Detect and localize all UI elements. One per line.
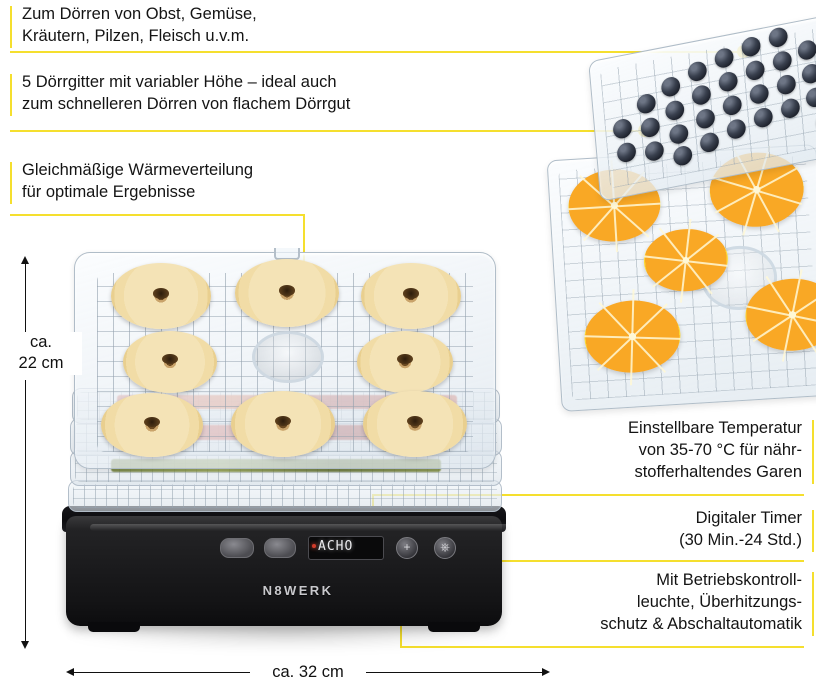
callout-heat-connector-v xyxy=(303,214,305,288)
power-button[interactable]: ⎈ xyxy=(434,537,456,559)
minus-button[interactable] xyxy=(264,538,296,558)
tray-mesh xyxy=(73,484,497,508)
base-foot-right xyxy=(428,622,480,632)
top-tray-with-apple-slices xyxy=(74,248,496,469)
display-value: ACHO xyxy=(318,539,354,554)
callout-trays-text: 5 Dörrgitter mit variabler Höhe – ideal … xyxy=(22,73,351,113)
callout-trays-connector xyxy=(10,130,644,132)
apple-slice xyxy=(361,263,461,329)
apple-slice xyxy=(101,393,203,457)
mode-button[interactable] xyxy=(220,538,254,558)
callout-temperature-text: Einstellbare Temperatur von 35-70 °C für… xyxy=(628,419,802,481)
callout-timer-connector-h xyxy=(400,560,804,562)
width-dimension-line-left xyxy=(74,672,250,673)
callout-temperature: Einstellbare Temperatur von 35-70 °C für… xyxy=(566,418,814,484)
control-panel[interactable]: ACHO + ⎈ xyxy=(220,536,470,560)
digital-display: ACHO xyxy=(308,536,384,560)
callout-uses-text: Zum Dörren von Obst, Gemüse, Kräutern, P… xyxy=(22,5,257,45)
apple-slice xyxy=(231,391,335,457)
callout-uses: Zum Dörren von Obst, Gemüse, Kräutern, P… xyxy=(10,4,352,48)
orange-segment-line xyxy=(652,234,720,288)
width-arrow-right xyxy=(542,668,550,676)
base-housing xyxy=(66,516,514,632)
callout-safety-text: Mit Betriebskontroll- leuchte, Überhitzu… xyxy=(600,571,802,633)
callout-timer-text: Digitaler Timer (30 Min.-24 Std.) xyxy=(679,509,802,549)
apple-slice xyxy=(235,259,339,327)
apple-slice xyxy=(357,331,453,393)
detached-tray-group xyxy=(546,14,816,413)
brand-logo: N8WERK xyxy=(262,583,334,598)
width-dimension-line-right xyxy=(366,672,542,673)
orange-segment-line xyxy=(752,288,816,343)
callout-trays: 5 Dörrgitter mit variabler Höhe – ideal … xyxy=(10,72,442,116)
plus-button[interactable]: + xyxy=(396,537,418,559)
callout-safety-connector-v xyxy=(400,608,402,647)
power-indicator-led xyxy=(312,544,316,548)
base-highlight xyxy=(90,524,514,531)
width-arrow-left xyxy=(66,668,74,676)
apple-slice xyxy=(363,391,467,457)
callout-timer: Digitaler Timer (30 Min.-24 Std.) xyxy=(566,508,814,552)
callout-temperature-connector-h xyxy=(372,494,804,496)
apple-slice xyxy=(123,331,217,393)
height-dimension-line-upper xyxy=(25,262,26,334)
callout-heat-connector-h xyxy=(10,214,305,216)
callout-heat-text: Gleichmäßige Wärmeverteilung für optimal… xyxy=(22,161,254,201)
height-dimension-line-lower xyxy=(25,380,26,643)
callout-uses-connector xyxy=(10,51,743,53)
callout-safety-connector-h xyxy=(400,646,804,648)
center-air-hub xyxy=(252,331,324,383)
height-arrow-bottom xyxy=(21,641,29,649)
height-dimension-label: ca. 22 cm xyxy=(0,332,82,375)
callout-safety: Mit Betriebskontroll- leuchte, Überhitzu… xyxy=(566,570,814,636)
height-arrow-top xyxy=(21,256,29,264)
product-image-dehydrator: ACHO + ⎈ N8WERK xyxy=(48,248,548,658)
callout-heat: Gleichmäßige Wärmeverteilung für optimal… xyxy=(10,160,362,204)
base-foot-left xyxy=(88,622,140,632)
apple-slice xyxy=(111,263,211,329)
width-dimension-label: ca. 32 cm xyxy=(250,662,366,684)
